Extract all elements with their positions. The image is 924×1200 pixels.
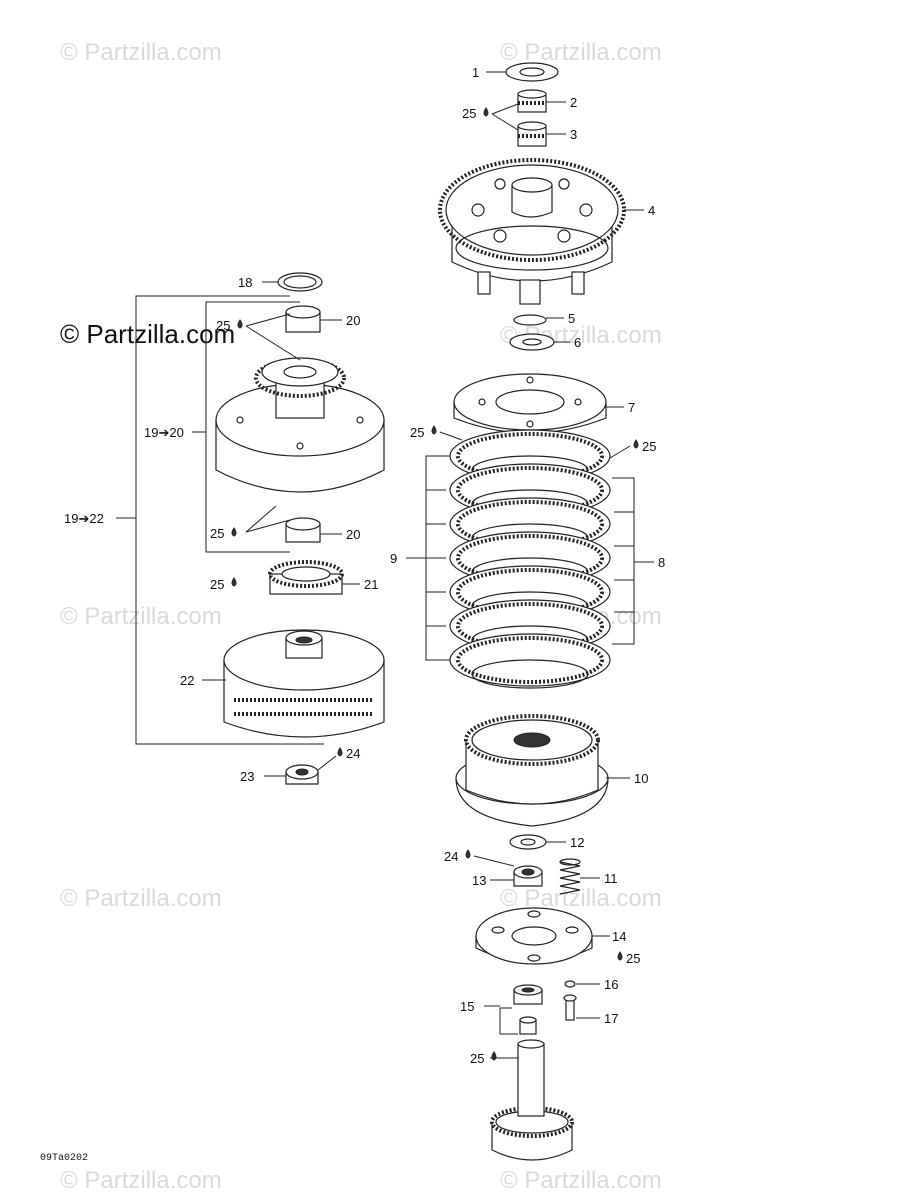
part-1-washer	[505, 62, 559, 82]
callout-8: 8	[658, 555, 665, 570]
clutch-plate-stack	[449, 429, 611, 689]
steel-plate	[471, 659, 589, 689]
part-18-ring	[277, 272, 323, 292]
callout-9: 9	[390, 551, 397, 566]
friction-plate-lining	[456, 466, 604, 514]
diagram-reference: 09Ta0202	[40, 1153, 88, 1164]
callout-25: 25	[642, 439, 656, 454]
part-23-nut	[285, 764, 319, 785]
part-14-spring-plate	[475, 907, 593, 965]
part-4-clutch-housing	[438, 158, 626, 305]
watermark: © Partzilla.com	[60, 39, 222, 66]
callout-6: 6	[574, 335, 581, 350]
watermark: © Partzilla.com	[500, 885, 662, 912]
part-7-pressure-plate	[453, 373, 607, 434]
callout-13: 13	[472, 873, 486, 888]
part-20-bushing-top	[285, 305, 321, 333]
callout-10: 10	[634, 771, 648, 786]
part-20-bushing-bottom	[285, 517, 321, 543]
friction-plate-lining	[456, 500, 604, 548]
friction-plate-lining	[456, 636, 604, 684]
friction-plate-lining	[456, 432, 604, 480]
callout-12: 12	[570, 835, 584, 850]
callout-22: 22	[180, 673, 194, 688]
callout-25: 25	[210, 577, 224, 592]
watermark: © Partzilla.com	[60, 885, 222, 912]
callout-24: 24	[444, 849, 458, 864]
callout-25: 25	[626, 951, 640, 966]
watermark: © Partzilla.com	[60, 1167, 222, 1194]
part-13-nut	[513, 865, 543, 887]
watermark: © Partzilla.com	[500, 39, 662, 66]
watermark-main: © Partzilla.com	[60, 319, 235, 349]
callout-14: 14	[612, 929, 626, 944]
callout-25: 25	[410, 425, 424, 440]
friction-plate-lining	[456, 568, 604, 616]
callout-19-22: 19➔22	[64, 511, 104, 526]
watermark: © Partzilla.com	[60, 603, 222, 630]
part-22-starter-clutch	[223, 629, 385, 738]
part-15-bearing	[513, 984, 543, 1035]
callout-25: 25	[210, 526, 224, 541]
callout-3: 3	[570, 127, 577, 142]
callout-25: 25	[470, 1051, 484, 1066]
watermark: © Partzilla.com	[500, 1167, 662, 1194]
callout-23: 23	[240, 769, 254, 784]
oil-drop-icon	[633, 439, 639, 449]
callout-11: 11	[604, 871, 618, 886]
callout-20: 20	[346, 313, 360, 328]
part-16-small-washer	[564, 980, 576, 988]
part-19-starter-gear	[215, 357, 385, 493]
callout-5: 5	[568, 311, 575, 326]
oil-drop-icon	[465, 849, 471, 859]
oil-drop-icon	[231, 577, 237, 587]
oil-drop-icon	[431, 425, 437, 435]
oil-drop-icon	[231, 527, 237, 537]
callout-15: 15	[460, 999, 474, 1014]
part-12-washer	[509, 834, 547, 850]
part-2-needle-bearing	[517, 89, 547, 113]
oil-drop-icon	[491, 1051, 497, 1061]
friction-plate-lining	[456, 534, 604, 582]
callout-4: 4	[648, 203, 655, 218]
part-6-washer	[509, 333, 555, 351]
callout-25: 25	[462, 106, 476, 121]
callout-24: 24	[346, 746, 360, 761]
callout-21: 21	[364, 577, 378, 592]
plate-stack-brackets	[406, 455, 654, 661]
oil-drop-icons	[231, 107, 639, 1061]
oil-drop-icon	[237, 319, 243, 329]
part-21-sprag-clutch	[268, 560, 344, 595]
callout-1: 1	[472, 65, 479, 80]
oil-drop-icon	[337, 747, 343, 757]
callout-20: 20	[346, 527, 360, 542]
callout-16: 16	[604, 977, 618, 992]
push-rod-gear	[490, 1039, 574, 1161]
part-10-clutch-hub	[455, 714, 609, 827]
callout-2: 2	[570, 95, 577, 110]
callout-25: 25	[216, 318, 230, 333]
part-3-needle-bearing	[517, 121, 547, 147]
part-17-screw	[563, 994, 577, 1021]
callout-19-20: 19➔20	[144, 425, 184, 440]
part-11-spring	[559, 858, 581, 895]
callout-labels: 1 2 25 3 4 18 20 25 19➔20 19➔22 25 20 25…	[64, 65, 665, 1066]
oil-drop-icon	[483, 107, 489, 117]
oil-drop-icon	[617, 951, 623, 961]
friction-plate-lining	[456, 602, 604, 650]
leader-lines	[116, 71, 644, 1059]
callout-17: 17	[604, 1011, 618, 1026]
callout-18: 18	[238, 275, 252, 290]
callout-7: 7	[628, 400, 635, 415]
part-5-ring	[513, 314, 547, 326]
